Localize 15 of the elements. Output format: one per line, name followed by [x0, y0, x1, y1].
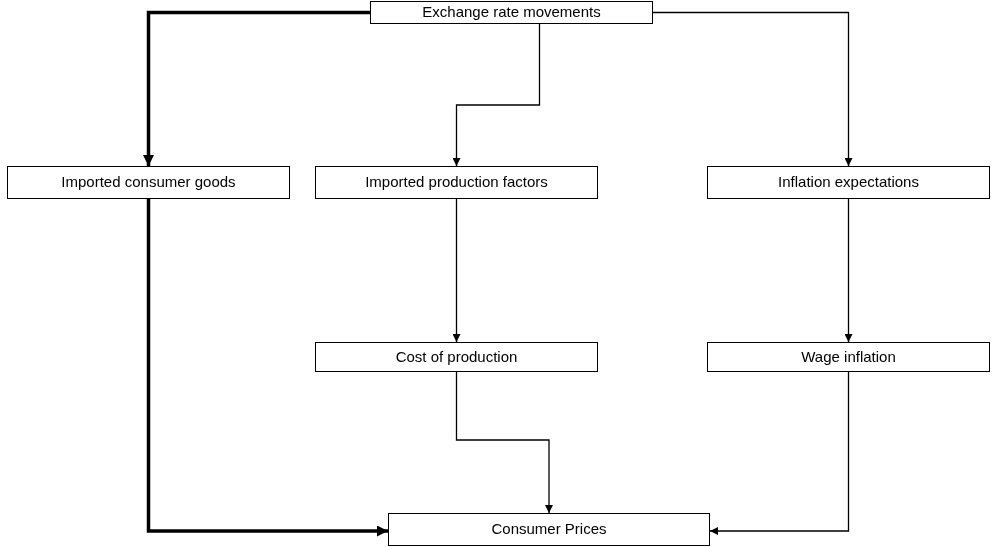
arrow: [844, 198, 853, 343]
process-box: Consumer Prices: [388, 513, 710, 546]
process-box: Inflation expectations: [707, 166, 990, 199]
arrow: [652, 11, 853, 167]
process-box: Cost of production: [315, 342, 598, 372]
process-box: Exchange rate movements: [370, 1, 653, 24]
arrow: [709, 371, 850, 535]
process-box: Imported consumer goods: [7, 166, 290, 199]
process-box: Wage inflation: [707, 342, 990, 372]
arrow: [143, 10, 370, 166]
arrow: [455, 371, 553, 514]
arrow: [452, 198, 461, 343]
arrow: [146, 199, 388, 537]
arrow: [452, 23, 541, 167]
process-box: Imported production factors: [315, 166, 598, 199]
